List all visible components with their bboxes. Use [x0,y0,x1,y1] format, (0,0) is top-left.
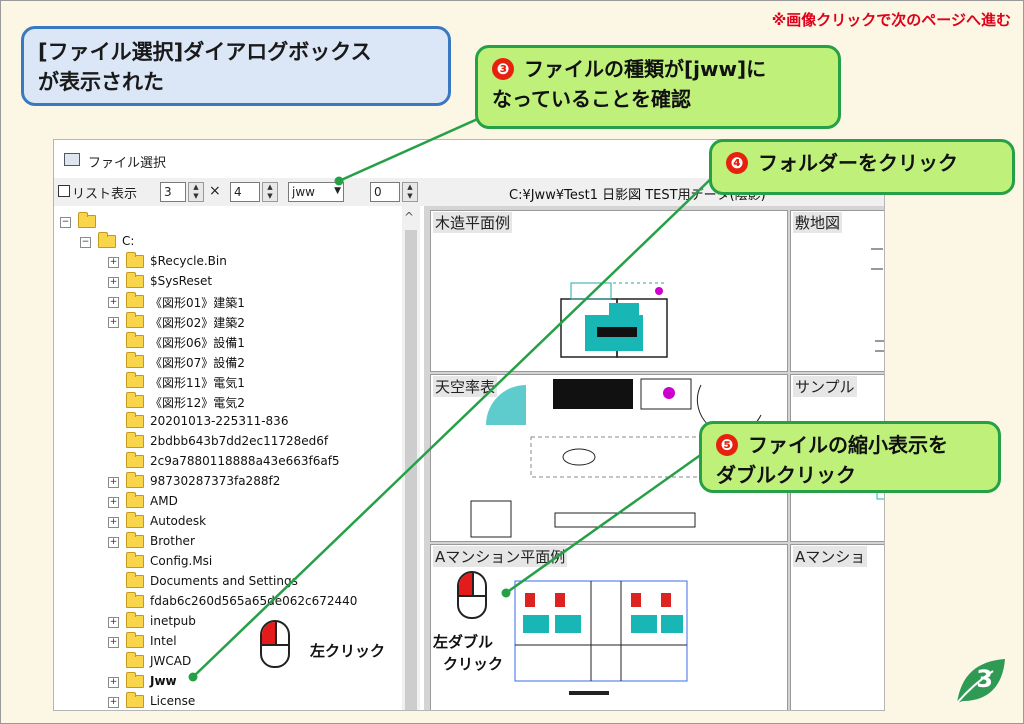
cols-spinner[interactable]: ▲▼ [188,182,204,202]
page-spinner[interactable]: ▲▼ [402,182,418,202]
thumbnail-cell[interactable]: 木造平面例 [430,210,788,372]
folder-icon [126,452,144,468]
callout-step-5-line-2: ダブルクリック [716,463,856,487]
expand-icon[interactable]: + [108,497,119,508]
leaf-icon [956,659,1005,704]
thumbnail-title: 敷地図 [793,212,843,233]
dialog-title: ファイル選択 [88,156,167,171]
collapse-icon[interactable]: − [80,237,91,248]
folder-icon [98,232,116,248]
list-display-checkbox[interactable] [58,185,70,197]
step-number: ❺ [716,434,738,456]
callout-step-4: ❹ フォルダーをクリック [709,139,1015,195]
file-type-value: jww [292,185,315,199]
folder-tree[interactable]: − − C: + $Recycle.Bin + $SysReset + [54,206,402,710]
expand-icon[interactable]: + [108,617,119,628]
list-display-label: リスト表示 [72,187,138,202]
expand-icon[interactable]: + [108,257,119,268]
mouse-left-click-icon [260,620,290,668]
thumbnail-title: Aマンション平面例 [433,546,568,567]
folder-icon [126,352,144,368]
thumbnail-cell[interactable]: Aマンショ [790,544,884,710]
folder-icon [126,292,144,308]
expand-icon[interactable]: + [108,297,119,308]
collapse-icon[interactable]: − [60,217,71,228]
scroll-thumb[interactable] [405,230,417,710]
page-input[interactable]: 0 [370,182,400,202]
callout-step-4-text: フォルダーをクリック [758,151,958,175]
next-page-note: ※画像クリックで次のページへ進む [771,11,1011,29]
folder-icon [126,592,144,608]
thumbnail-title: 天空率表 [433,376,498,397]
file-type-select[interactable]: jww ▼ [288,182,344,202]
heading-line-2: が表示された [38,70,164,94]
step-number: ❹ [726,152,748,174]
heading-line-1: [ファイル選択]ダイアログボックス [38,40,372,64]
expand-icon[interactable]: + [108,517,119,528]
folder-icon [126,552,144,568]
folder-icon [126,692,144,708]
chevron-down-icon[interactable]: ▼ [334,186,341,196]
rows-spinner[interactable]: ▲▼ [262,182,278,202]
times-symbol: × [209,183,221,199]
folder-icon [126,652,144,668]
folder-icon [126,632,144,648]
folder-icon [126,392,144,408]
rows-input[interactable]: 4 [230,182,260,202]
apartment-plan-drawing [514,580,688,695]
page-number: 3 [976,665,993,693]
left-double-click-label-1: 左ダブル [433,633,494,651]
site-plan-drawing [871,248,884,352]
folder-icon [126,612,144,628]
folder-icon [126,412,144,428]
folder-icon [126,492,144,508]
expand-icon[interactable]: + [108,477,119,488]
folder-icon [78,212,96,228]
thumbnail-title: サンプル [793,376,857,397]
expand-icon[interactable]: + [108,277,119,288]
left-click-label: 左クリック [310,642,386,660]
callout-step-3-line-2: なっていることを確認 [492,87,691,111]
tree-scrollbar[interactable]: ^ [402,206,420,710]
heading-box: [ファイル選択]ダイアログボックス が表示された [21,26,451,106]
left-double-click-label-2: クリック [443,655,504,673]
cols-input[interactable]: 3 [160,182,186,202]
expand-icon[interactable]: + [108,317,119,328]
thumbnail-title: Aマンショ [793,546,868,567]
folder-icon [126,532,144,548]
folder-icon [126,572,144,588]
folder-icon [126,432,144,448]
window-icon [64,153,80,166]
thumbnail-cell-a-mansion[interactable]: Aマンション平面例 [430,544,788,710]
step-number: ❸ [492,58,514,80]
mouse-double-click-icon [457,571,487,619]
expand-icon[interactable]: + [108,697,119,708]
folder-icon [126,472,144,488]
folder-icon [126,512,144,528]
folder-icon [126,372,144,388]
folder-icon [126,332,144,348]
folder-icon [126,252,144,268]
chevron-up-icon[interactable]: ^ [404,210,415,224]
thumbnail-title: 木造平面例 [433,212,513,233]
expand-icon[interactable]: + [108,637,119,648]
thumbnail-cell[interactable]: 敷地図 [790,210,884,372]
folder-icon [126,312,144,328]
folder-icon [126,672,144,688]
floor-plan-drawing [560,282,668,358]
folder-icon [126,272,144,288]
expand-icon[interactable]: + [108,537,119,548]
expand-icon[interactable]: + [108,677,119,688]
